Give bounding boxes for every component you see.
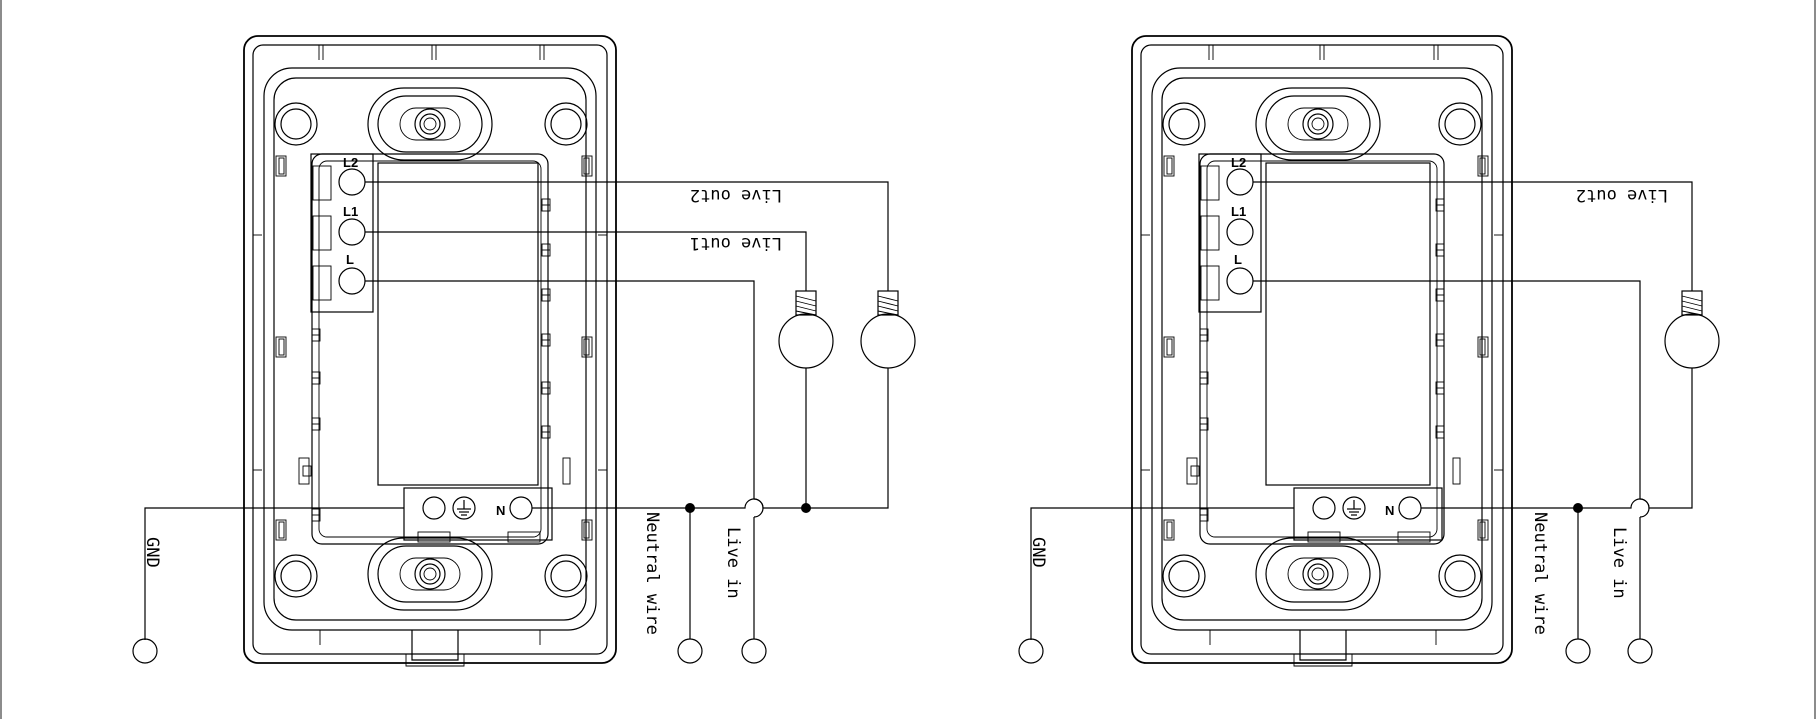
- live-out2-label-1: Live out2: [690, 185, 782, 205]
- side-clip-2c: [1163, 519, 1175, 541]
- terminal-block-2: L2 L1 L: [1198, 153, 1262, 313]
- ground-icon-2: [1342, 496, 1366, 520]
- neutral-wire-label-2: Neutral wire: [1530, 512, 1550, 635]
- live-in-label-1: Live in: [723, 527, 743, 599]
- corner-hole-1b: [544, 102, 588, 146]
- corner-hole-1d: [544, 554, 588, 598]
- side-clip-2e: [1477, 336, 1489, 358]
- live-out2-label-2: Live out2: [1576, 185, 1668, 205]
- side-clip-1a: [275, 155, 287, 177]
- mounting-screw-bottom-2: [1255, 537, 1381, 611]
- side-clip-1c: [275, 519, 287, 541]
- bottom-terminal-block-2: N: [1293, 487, 1443, 543]
- live-in-label-2: Live in: [1609, 527, 1629, 599]
- side-clip-1d: [581, 155, 593, 177]
- lamp-3-bulb-icon: [1664, 290, 1720, 369]
- terminal-l1-screw-1: [338, 218, 366, 246]
- gnd-label-1: GND: [142, 537, 162, 568]
- live-in-terminal-1: [741, 638, 767, 664]
- module-pins-2: [1186, 198, 1461, 522]
- neutral-screw-2: [1312, 496, 1336, 520]
- corner-hole-2d: [1438, 554, 1482, 598]
- terminal-l1-label: L1: [343, 204, 358, 219]
- neutral-screw-1: [422, 496, 446, 520]
- terminal-l2-screw-2: [1226, 168, 1254, 196]
- side-clip-1b: [275, 336, 287, 358]
- corner-hole-2b: [1438, 102, 1482, 146]
- side-clip-2f: [1477, 519, 1489, 541]
- corner-hole-1a: [274, 102, 318, 146]
- wiring-2: [1018, 181, 1693, 664]
- neutral-terminal-2: [1565, 638, 1591, 664]
- live-in-terminal-2: [1627, 638, 1653, 664]
- n-terminal-screw-1: [509, 496, 533, 520]
- diagram-1: L2 L1 L N: [132, 35, 916, 667]
- terminal-l2-label-2: L2: [1231, 155, 1246, 170]
- mounting-screw-top-2: [1255, 87, 1381, 161]
- side-clip-2d: [1477, 155, 1489, 177]
- live-out1-label-1: Live out1: [690, 233, 782, 253]
- terminal-l2-screw-1: [338, 168, 366, 196]
- neutral-terminal-1: [677, 638, 703, 664]
- lamp-1-bulb-icon: [778, 290, 834, 369]
- corner-hole-1c: [274, 554, 318, 598]
- terminal-l-screw-2: [1226, 267, 1254, 295]
- diagram-2: L2 L1 L N: [1018, 35, 1720, 667]
- terminal-n-label: N: [496, 503, 505, 518]
- terminal-l1-screw-2: [1226, 218, 1254, 246]
- n-terminal-screw-2: [1398, 496, 1422, 520]
- terminal-l-label: L: [346, 252, 354, 267]
- mounting-screw-top-1: [367, 87, 493, 161]
- terminal-l2-label: L2: [343, 155, 358, 170]
- lamp-2-bulb-icon: [860, 290, 916, 369]
- gnd-terminal-1: [132, 638, 158, 664]
- switch-plate-1: [243, 35, 617, 667]
- gnd-label-2: GND: [1028, 537, 1048, 568]
- terminal-l-label-2: L: [1234, 252, 1242, 267]
- side-clip-2a: [1163, 155, 1175, 177]
- gnd-terminal-2: [1018, 638, 1044, 664]
- wiring-1: [132, 181, 889, 664]
- module-pins-1: [298, 198, 571, 522]
- side-clip-1f: [581, 519, 593, 541]
- corner-hole-2c: [1162, 554, 1206, 598]
- terminal-block-1: L2 L1 L: [310, 153, 374, 313]
- terminal-l1-label-2: L1: [1231, 204, 1246, 219]
- switch-plate-2: [1131, 35, 1513, 667]
- mounting-screw-bottom-1: [367, 537, 493, 611]
- ground-icon: [452, 496, 476, 520]
- side-clip-1e: [581, 336, 593, 358]
- terminal-l-screw-1: [338, 267, 366, 295]
- bottom-terminal-block-1: N: [403, 487, 553, 543]
- neutral-wire-label-1: Neutral wire: [642, 512, 662, 635]
- terminal-n-label-2: N: [1385, 503, 1394, 518]
- corner-hole-2a: [1162, 102, 1206, 146]
- side-clip-2b: [1163, 336, 1175, 358]
